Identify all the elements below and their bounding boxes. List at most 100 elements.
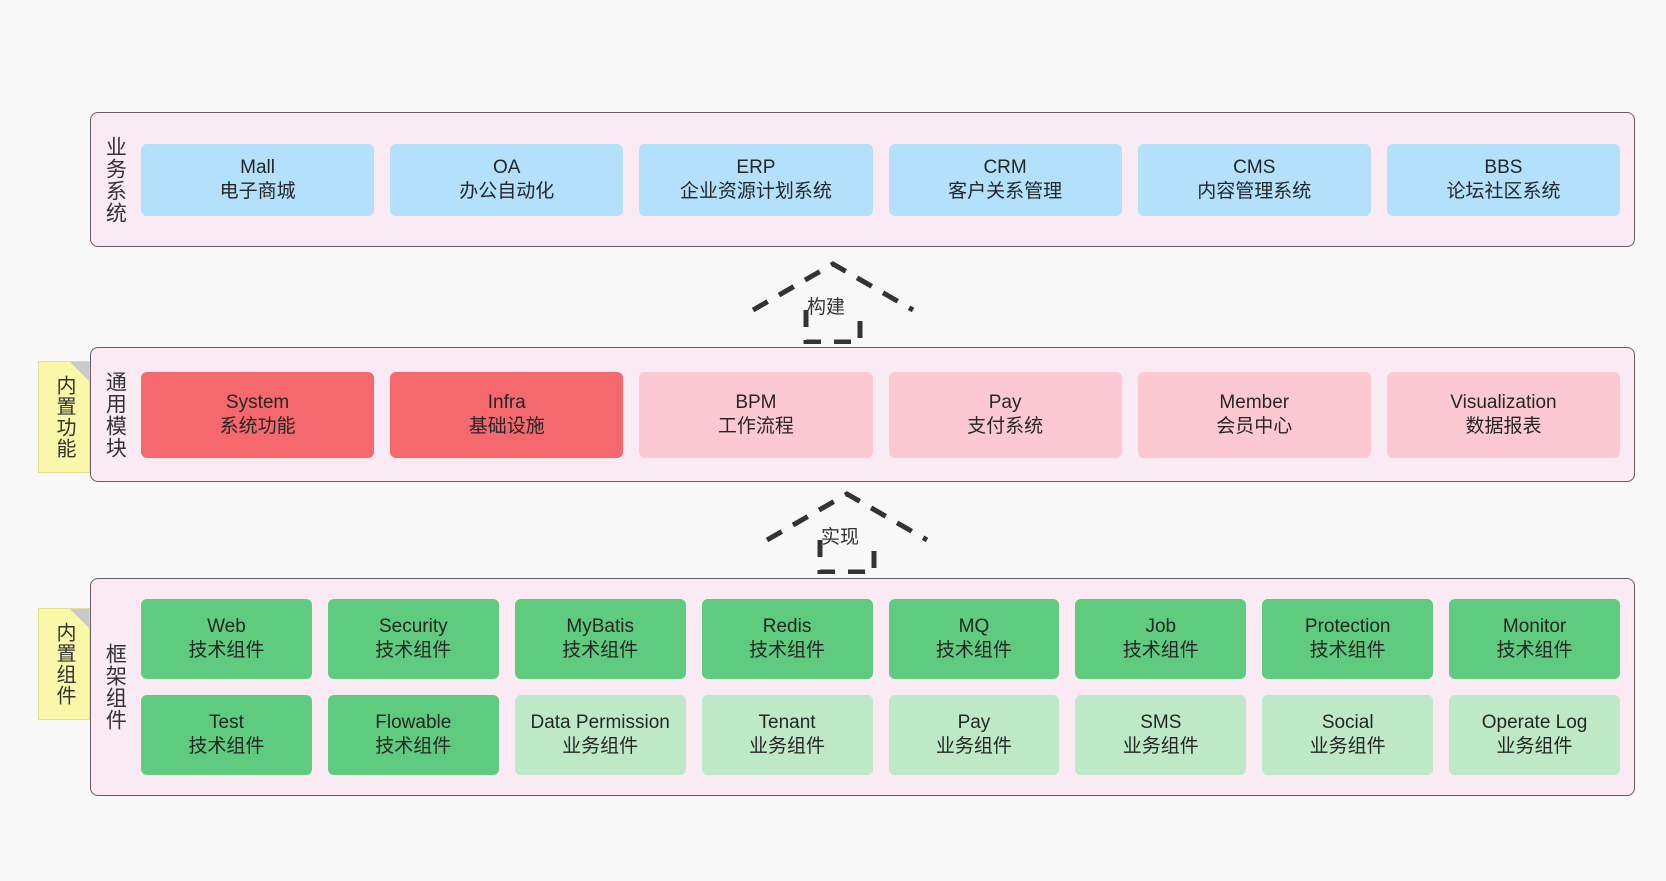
node-infra[interactable]: Infra 基础设施 bbox=[390, 371, 624, 458]
node-title: BBS bbox=[1484, 156, 1523, 178]
node-title: SMS bbox=[1140, 712, 1182, 734]
node-job[interactable]: Job 技术组件 bbox=[1075, 599, 1247, 679]
sticky-note-label: 内置功能 bbox=[53, 375, 75, 459]
node-mq[interactable]: MQ 技术组件 bbox=[888, 599, 1060, 679]
layer-common-title: 通用模块 bbox=[103, 370, 127, 459]
sticky-fold-corner-icon bbox=[70, 362, 89, 381]
node-subtitle: 技术组件 bbox=[562, 640, 639, 661]
layer-framework-row-2: Test 技术组件 Flowable 技术组件 Data Permission … bbox=[141, 695, 1620, 775]
node-title: OA bbox=[493, 156, 521, 178]
node-title: Data Permission bbox=[530, 712, 670, 734]
node-title: ERP bbox=[736, 156, 776, 178]
node-subtitle: 基础设施 bbox=[468, 415, 545, 437]
layer-business-systems: 业务系统 Mall 电子商城 OA 办公自动化 ERP 企业资源计划系统 CRM… bbox=[90, 112, 1635, 247]
arrow-build-label: 构建 bbox=[807, 297, 846, 318]
node-subtitle: 企业资源计划系统 bbox=[679, 180, 832, 202]
node-title: Pay bbox=[988, 391, 1022, 413]
node-subtitle: 数据报表 bbox=[1465, 415, 1542, 437]
node-subtitle: 客户关系管理 bbox=[948, 180, 1063, 202]
node-title: System bbox=[225, 391, 290, 413]
arrow-implement-label: 实现 bbox=[821, 527, 860, 548]
node-title: CRM bbox=[983, 156, 1027, 178]
node-protection[interactable]: Protection 技术组件 bbox=[1262, 599, 1434, 679]
node-subtitle: 业务组件 bbox=[935, 736, 1012, 757]
node-crm[interactable]: CRM 客户关系管理 bbox=[888, 143, 1122, 216]
node-subtitle: 业务组件 bbox=[1122, 736, 1199, 757]
node-title: Member bbox=[1219, 391, 1290, 413]
node-subtitle: 电子商城 bbox=[219, 180, 296, 202]
node-title: Mall bbox=[240, 156, 275, 178]
node-mybatis[interactable]: MyBatis 技术组件 bbox=[514, 599, 686, 679]
node-subtitle: 技术组件 bbox=[1122, 640, 1199, 661]
node-subtitle: 技术组件 bbox=[375, 736, 452, 757]
node-bpm[interactable]: BPM 工作流程 bbox=[639, 371, 873, 458]
node-erp[interactable]: ERP 企业资源计划系统 bbox=[639, 143, 873, 216]
sticky-note-label: 内置组件 bbox=[53, 622, 75, 706]
arrow-build bbox=[748, 258, 918, 345]
layer-business-body: Mall 电子商城 OA 办公自动化 ERP 企业资源计划系统 CRM 客户关系… bbox=[137, 113, 1634, 246]
node-oa[interactable]: OA 办公自动化 bbox=[390, 143, 624, 216]
node-subtitle: 支付系统 bbox=[967, 415, 1044, 437]
node-subtitle: 工作流程 bbox=[717, 415, 794, 437]
node-subtitle: 业务组件 bbox=[1309, 736, 1386, 757]
node-subtitle: 会员中心 bbox=[1216, 415, 1293, 437]
node-sms[interactable]: SMS 业务组件 bbox=[1075, 695, 1247, 775]
node-subtitle: 技术组件 bbox=[1496, 640, 1573, 661]
node-title: Security bbox=[378, 616, 448, 638]
layer-framework-row-1: Web 技术组件 Security 技术组件 MyBatis 技术组件 Redi… bbox=[141, 599, 1620, 679]
node-subtitle: 业务组件 bbox=[1496, 736, 1573, 757]
node-title: Web bbox=[207, 616, 246, 638]
node-title: MQ bbox=[958, 616, 990, 638]
node-subtitle: 论坛社区系统 bbox=[1446, 180, 1561, 202]
node-title: CMS bbox=[1233, 156, 1276, 178]
node-title: Pay bbox=[957, 712, 991, 734]
node-title: MyBatis bbox=[566, 616, 634, 638]
node-visualization[interactable]: Visualization 数据报表 bbox=[1386, 371, 1621, 458]
node-security[interactable]: Security 技术组件 bbox=[327, 599, 499, 679]
sticky-fold-corner-icon bbox=[70, 609, 89, 628]
node-monitor[interactable]: Monitor 技术组件 bbox=[1449, 599, 1620, 679]
node-title: Infra bbox=[487, 391, 526, 413]
node-cms[interactable]: CMS 内容管理系统 bbox=[1137, 143, 1371, 216]
sticky-note-builtin-components: 内置组件 bbox=[38, 608, 90, 720]
node-pay-module[interactable]: Pay 支付系统 bbox=[888, 371, 1122, 458]
node-tenant[interactable]: Tenant 业务组件 bbox=[701, 695, 873, 775]
layer-common-body: System 系统功能 Infra 基础设施 BPM 工作流程 Pay 支付系统… bbox=[137, 348, 1634, 481]
node-subtitle: 业务组件 bbox=[749, 736, 826, 757]
node-mall[interactable]: Mall 电子商城 bbox=[141, 143, 375, 216]
node-bbs[interactable]: BBS 论坛社区系统 bbox=[1386, 143, 1621, 216]
arrow-head-implement bbox=[765, 491, 929, 543]
layer-framework-components: 框架组件 Web 技术组件 Security 技术组件 MyBatis 技术组件… bbox=[90, 578, 1635, 796]
node-pay-component[interactable]: Pay 业务组件 bbox=[888, 695, 1060, 775]
layer-framework-body: Web 技术组件 Security 技术组件 MyBatis 技术组件 Redi… bbox=[137, 579, 1634, 795]
sticky-note-builtin-features: 内置功能 bbox=[38, 361, 90, 473]
node-flowable[interactable]: Flowable 技术组件 bbox=[327, 695, 499, 775]
layer-common-row: System 系统功能 Infra 基础设施 BPM 工作流程 Pay 支付系统… bbox=[141, 371, 1621, 458]
node-title: Tenant bbox=[758, 712, 816, 734]
node-subtitle: 技术组件 bbox=[935, 640, 1012, 661]
node-redis[interactable]: Redis 技术组件 bbox=[701, 599, 873, 679]
node-title: Protection bbox=[1304, 616, 1391, 638]
node-social[interactable]: Social 业务组件 bbox=[1262, 695, 1434, 775]
arrow-stem-implement bbox=[817, 540, 877, 575]
node-operate-log[interactable]: Operate Log 业务组件 bbox=[1449, 695, 1620, 775]
node-title: Operate Log bbox=[1481, 712, 1588, 734]
node-subtitle: 办公自动化 bbox=[459, 180, 555, 202]
node-subtitle: 技术组件 bbox=[188, 736, 265, 757]
node-subtitle: 技术组件 bbox=[749, 640, 826, 661]
node-title: Redis bbox=[762, 616, 812, 638]
node-system[interactable]: System 系统功能 bbox=[141, 371, 375, 458]
node-subtitle: 系统功能 bbox=[219, 415, 296, 437]
node-subtitle: 业务组件 bbox=[562, 736, 639, 757]
node-data-permission[interactable]: Data Permission 业务组件 bbox=[514, 695, 686, 775]
node-test[interactable]: Test 技术组件 bbox=[141, 695, 312, 775]
node-member[interactable]: Member 会员中心 bbox=[1137, 371, 1371, 458]
node-title: Job bbox=[1145, 616, 1177, 638]
node-subtitle: 技术组件 bbox=[188, 640, 265, 661]
node-title: Test bbox=[209, 712, 244, 734]
node-subtitle: 内容管理系统 bbox=[1197, 180, 1312, 202]
node-title: Social bbox=[1321, 712, 1374, 734]
layer-business-row: Mall 电子商城 OA 办公自动化 ERP 企业资源计划系统 CRM 客户关系… bbox=[141, 143, 1621, 216]
node-web[interactable]: Web 技术组件 bbox=[141, 599, 312, 679]
layer-framework-title: 框架组件 bbox=[103, 643, 127, 731]
